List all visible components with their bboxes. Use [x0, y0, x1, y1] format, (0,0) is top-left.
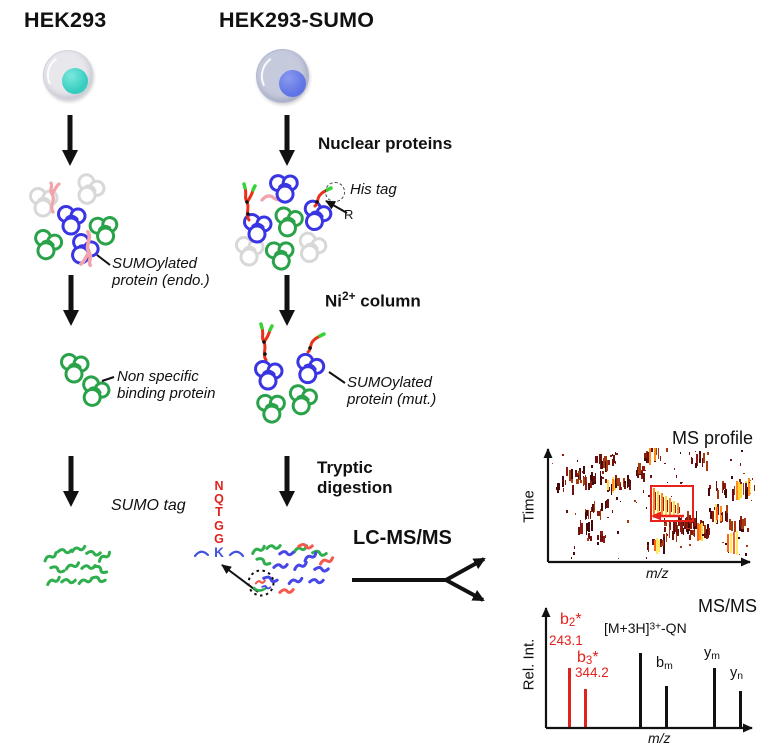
lcms-fork-arrow	[352, 557, 486, 602]
msms-title: MS/MS	[698, 596, 758, 616]
protein-blob-green	[263, 237, 299, 274]
protein-blob-gray	[71, 171, 109, 210]
peak-label-yn: yn	[730, 665, 744, 682]
callout-line	[101, 376, 115, 382]
protein-blob-blue	[292, 351, 328, 387]
feature-red-arrow	[651, 511, 684, 521]
down-arrow-icon	[62, 115, 78, 166]
residue-g: G	[214, 531, 224, 546]
msms-axes	[541, 607, 753, 733]
title-hek293-sumo: HEK293-SUMO	[219, 8, 375, 32]
his-tag-squiggle	[259, 322, 274, 362]
peak-label-parent: [M+3H]3+-QN	[604, 620, 687, 636]
label-his-tag: His tag	[350, 181, 397, 198]
ms-profile-title: MS profile	[672, 428, 754, 448]
cell-pellet-blue	[279, 70, 306, 97]
step-lc-msms: LC-MS/MS	[353, 527, 452, 549]
protein-cluster-sumo	[235, 170, 335, 274]
purified-sumo-proteins	[254, 322, 346, 426]
down-arrow-icon	[63, 456, 79, 507]
ms-profile-axes	[543, 448, 751, 567]
protein-blob-green	[255, 391, 289, 426]
ms-profile-heatmap	[551, 448, 755, 559]
protein-blob-green	[286, 383, 320, 418]
protein-blob-blue	[57, 205, 87, 236]
peak-label-b2: b2*	[560, 611, 582, 630]
down-arrow-icon	[279, 456, 295, 507]
r-arrow	[325, 200, 348, 214]
msms-peak	[665, 686, 668, 728]
msms-xlabel: m/z	[648, 730, 671, 746]
msms-panel: MS/MS b2* 243.1 b3* 344.2 [M+3H]3+-QN bm…	[521, 596, 778, 748]
label-r: R	[344, 207, 354, 222]
msms-peaks	[540, 596, 778, 748]
ms-profile-panel: MS profile Time m/z	[518, 424, 778, 586]
protein-blob-green	[272, 205, 305, 239]
protein-blob-green	[60, 353, 90, 384]
peptides-endo	[42, 544, 113, 586]
title-hek293: HEK293	[24, 8, 107, 32]
callout-line	[328, 371, 346, 384]
msms-peak	[739, 691, 742, 728]
sumo-tag-residues: N Q T G G K	[208, 479, 230, 560]
down-arrow-icon	[279, 115, 295, 166]
callout-line	[96, 254, 111, 266]
msms-ylabel: Rel. Int.	[520, 638, 538, 691]
cell-dish-hek293	[42, 50, 93, 100]
ms-profile-ylabel: Time	[520, 490, 538, 523]
msms-peak	[568, 668, 571, 728]
msms-peak	[584, 689, 587, 728]
peak-label-b3: b3*	[577, 649, 599, 668]
down-arrow-icon	[279, 275, 295, 326]
cell-dish-hek293-sumo	[256, 49, 309, 103]
protein-cluster-endo	[29, 171, 123, 270]
msms-peak	[639, 653, 642, 728]
residue-t: T	[215, 505, 223, 520]
msms-peak	[713, 668, 716, 728]
nonspecific-proteins	[60, 353, 115, 411]
peak-label-ym: ym	[704, 645, 720, 662]
sumo-peptide-circle	[247, 569, 275, 597]
residue-n: N	[214, 479, 224, 493]
residue-q: Q	[214, 492, 224, 507]
ms-profile-xlabel: m/z	[646, 565, 669, 581]
circle-to-k-arrow	[221, 564, 259, 593]
residue-k: K	[214, 544, 224, 560]
peptides-sumo	[247, 541, 335, 597]
step-ni-column: Ni2+ column	[325, 289, 421, 311]
peptide-backbone-waves	[193, 550, 245, 558]
step-nuclear-proteins: Nuclear proteins	[318, 134, 453, 153]
peak-mz-b3: 344.2	[575, 665, 609, 680]
peak-mz-b2: 243.1	[549, 633, 583, 648]
protein-blob-green	[30, 227, 65, 263]
his-tag-squiggle	[306, 332, 326, 354]
cell-pellet-teal	[62, 68, 88, 94]
feature-highlight-box	[650, 485, 694, 522]
peak-label-bm: bm	[656, 655, 673, 672]
protein-blob-blue	[254, 360, 284, 391]
residue-g: G	[214, 518, 224, 533]
label-sumo-tag: SUMO tag	[111, 497, 186, 514]
protein-blob-gray	[293, 229, 330, 267]
